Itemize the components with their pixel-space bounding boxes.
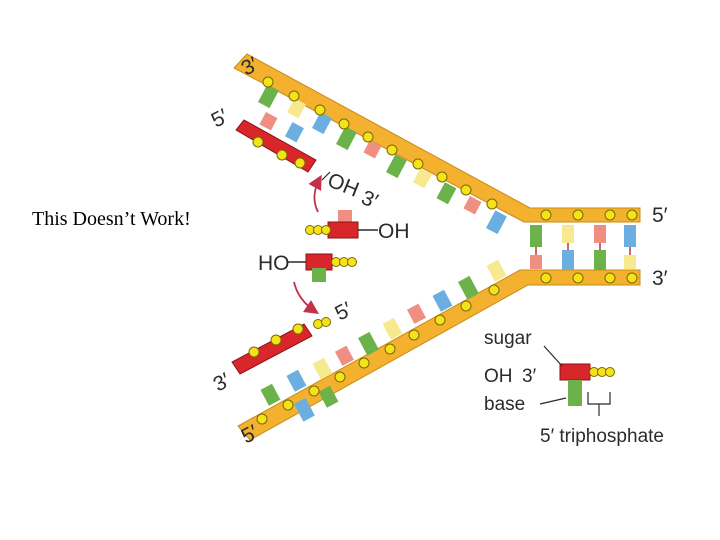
- label-oh-3prime: 3′: [358, 186, 381, 213]
- top-template-backbone: [233, 53, 641, 223]
- arrow-up: [308, 174, 322, 213]
- reaction-arrows: [293, 171, 331, 314]
- incoming-nucleotide-middle: [288, 253, 357, 282]
- label-right-3prime: 3′: [652, 267, 668, 290]
- label-free-oh: OH: [378, 220, 410, 243]
- duplex-bases: [530, 225, 636, 270]
- label-top-5prime: 5′: [208, 105, 233, 133]
- legend-nucleotide: [539, 345, 615, 416]
- label-free-ho: HO: [258, 252, 290, 275]
- legend-triphosphate-label: 5′ triphosphate: [540, 426, 664, 447]
- arrow-down: [293, 281, 319, 314]
- legend-base-label: base: [484, 394, 525, 415]
- legend-3prime-label: 3′: [522, 366, 537, 387]
- incoming-nucleotide-top: [305, 210, 378, 239]
- label-right-5prime: 5′: [652, 204, 668, 227]
- caption: This Doesn’t Work!: [32, 208, 191, 230]
- lower-template-bases: [260, 259, 507, 422]
- label-oh-main: OH: [324, 169, 362, 202]
- legend-oh-label: OH: [484, 366, 513, 387]
- label-lower-5prime: 5′: [331, 298, 356, 326]
- phosphates: [248, 76, 638, 425]
- legend-sugar-label: sugar: [484, 328, 532, 349]
- right-lower-backbone: [237, 269, 641, 441]
- template-strands: [233, 53, 641, 441]
- label-bottom-3prime: 3′: [210, 369, 235, 397]
- upper-template-bases: [258, 84, 507, 235]
